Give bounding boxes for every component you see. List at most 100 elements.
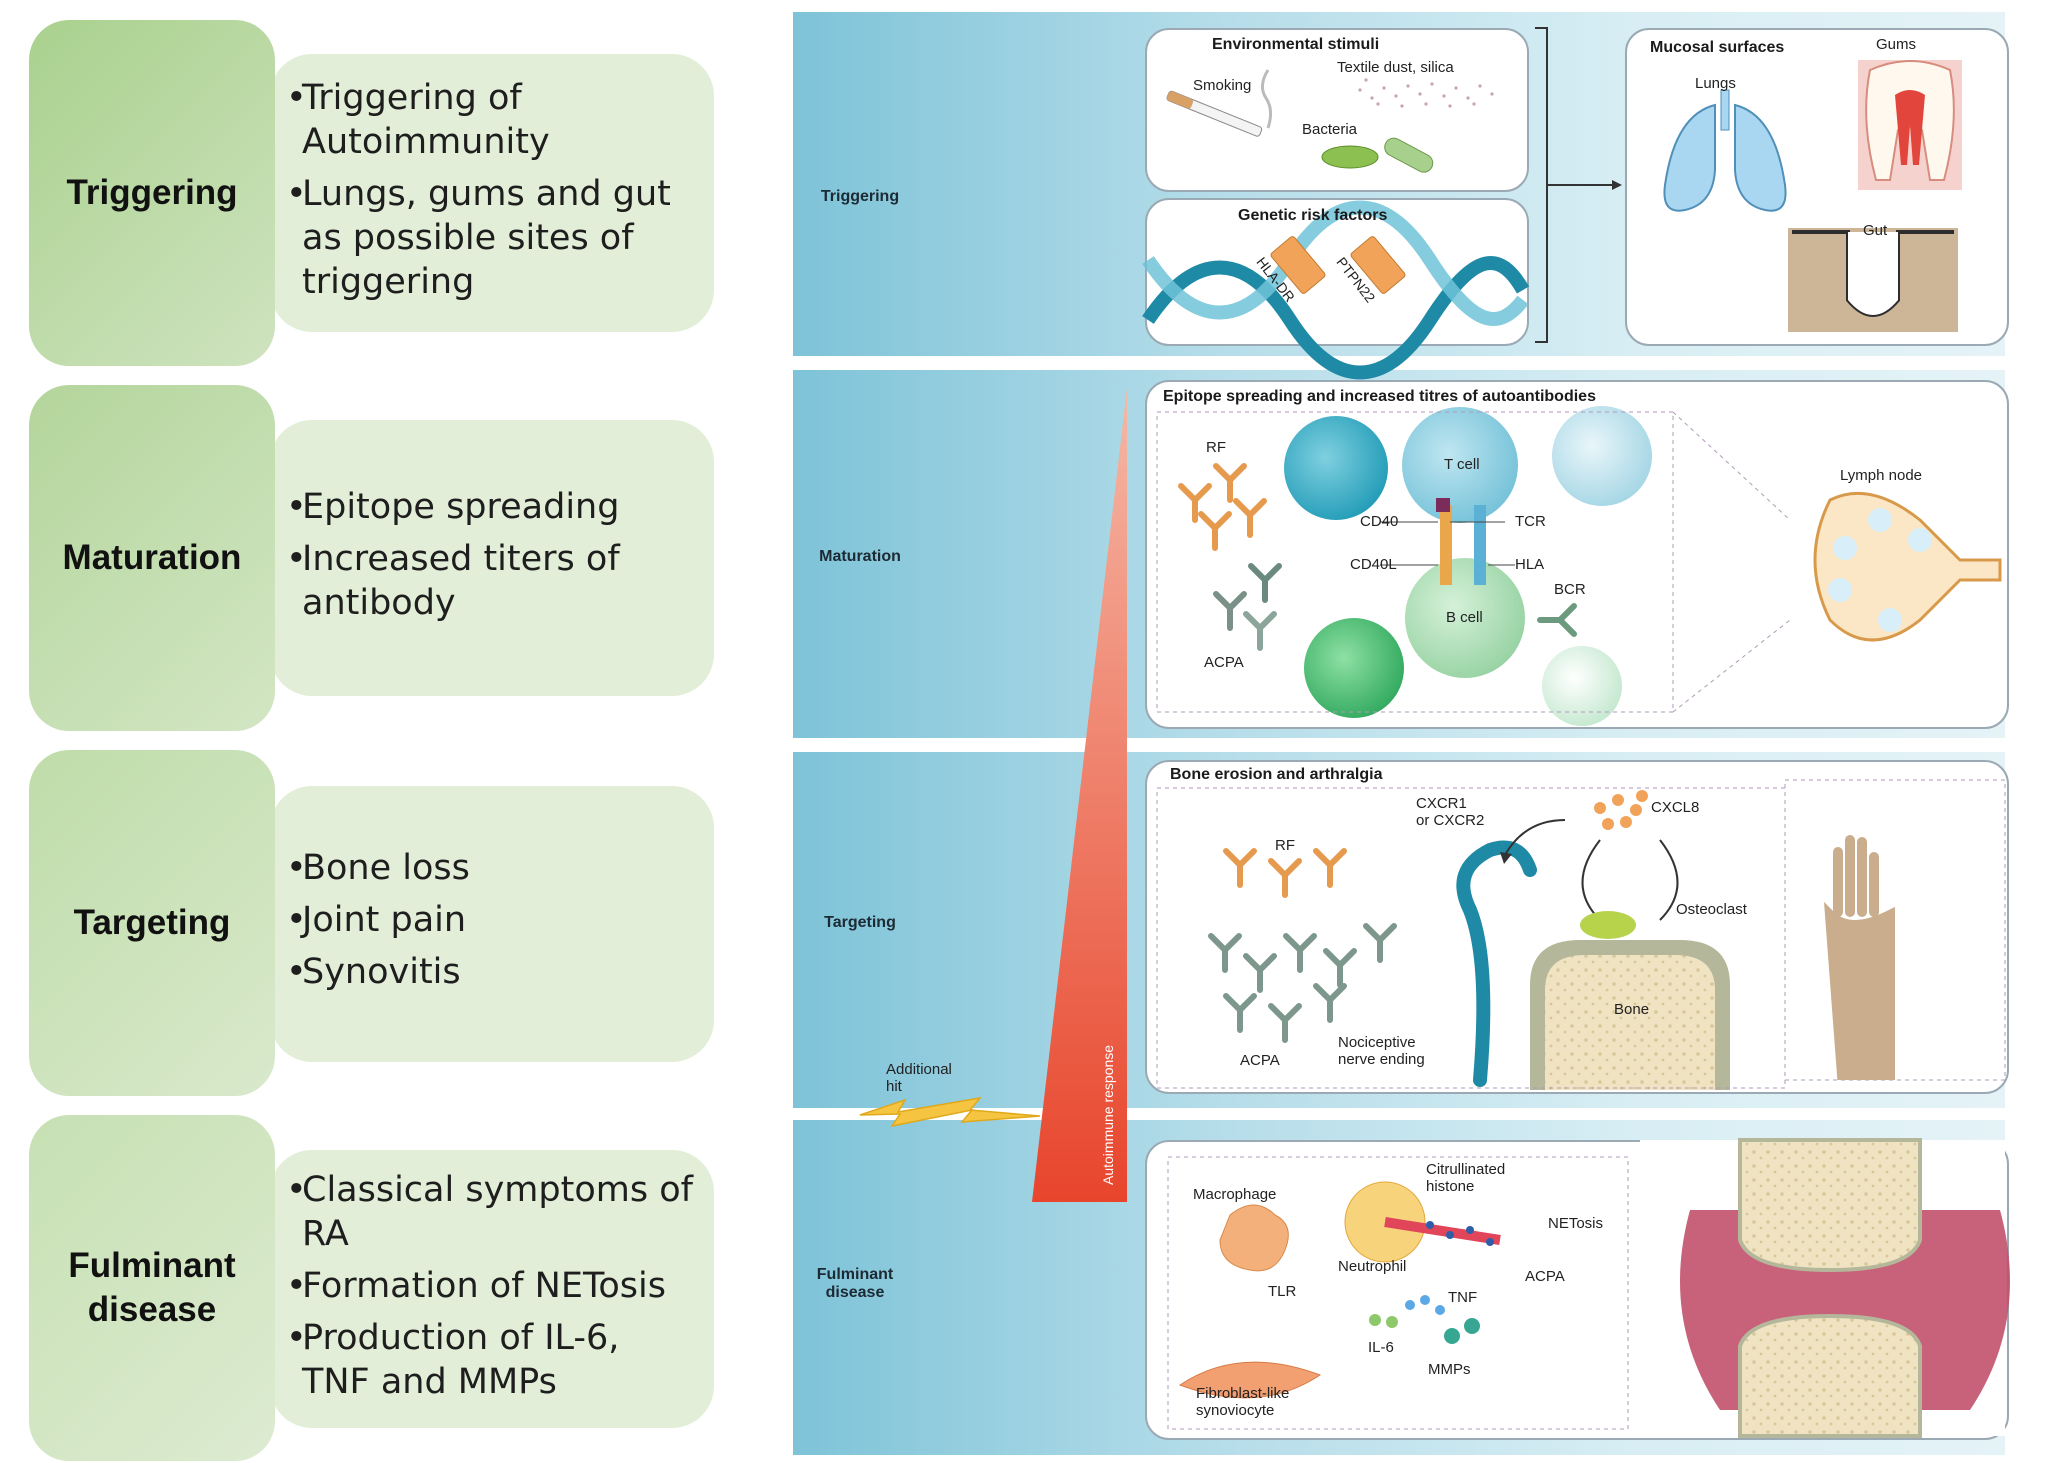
wedge-label: Autoimmune response bbox=[1100, 1044, 1116, 1185]
lungs-icon bbox=[1663, 89, 1787, 212]
cell bbox=[1552, 406, 1652, 506]
stage-triggering: Triggering bbox=[29, 20, 275, 366]
stage-fulminant: Fulminant disease bbox=[29, 1115, 275, 1461]
macrophage bbox=[1219, 1204, 1289, 1272]
label: Nociceptive bbox=[1338, 1034, 1416, 1051]
stage-title: Fulminant disease bbox=[68, 1246, 236, 1329]
card-title: Mucosal surfaces bbox=[1650, 39, 1785, 56]
bracket bbox=[1535, 27, 1548, 343]
label: TLR bbox=[1268, 1283, 1297, 1300]
histone-dots bbox=[1426, 1221, 1494, 1246]
dust-icon bbox=[1358, 78, 1494, 108]
label: or CXCR2 bbox=[1416, 812, 1485, 829]
label: CXCR1 bbox=[1416, 795, 1467, 812]
bullet: Synovitis bbox=[286, 950, 694, 994]
cell bbox=[1304, 618, 1404, 718]
targeting-details: Bone loss Joint pain Synovitis bbox=[270, 786, 714, 1062]
label: MMPs bbox=[1428, 1361, 1471, 1378]
label: Gums bbox=[1876, 36, 1917, 53]
label: TNF bbox=[1448, 1289, 1478, 1306]
gut-icon bbox=[1788, 228, 1958, 332]
bullet: Bone loss bbox=[286, 846, 694, 890]
label: nerve ending bbox=[1338, 1051, 1425, 1068]
lightning-icon bbox=[859, 1096, 1041, 1128]
rf-antibodies bbox=[1178, 463, 1267, 551]
card-title: Bone erosion and arthralgia bbox=[1170, 766, 1383, 783]
label: Macrophage bbox=[1193, 1186, 1277, 1203]
gene-marker bbox=[1350, 236, 1406, 294]
label: ACPA bbox=[1525, 1268, 1565, 1285]
label: Neutrophil bbox=[1338, 1258, 1407, 1275]
label: NETosis bbox=[1548, 1215, 1604, 1232]
label: synoviocyte bbox=[1196, 1402, 1275, 1419]
synoviocyte bbox=[1178, 1361, 1322, 1399]
bullet: Classical symptoms of RA bbox=[286, 1168, 694, 1256]
label: hit bbox=[886, 1078, 902, 1095]
tooth-icon bbox=[1858, 60, 1962, 190]
label: BCR bbox=[1554, 581, 1586, 598]
cd40-receptor bbox=[1436, 498, 1450, 512]
stage-maturation: Maturation bbox=[29, 385, 275, 731]
rf-antibodies-targeting bbox=[1223, 848, 1347, 898]
card-title: Genetic risk factors bbox=[1238, 207, 1388, 224]
bullet: Formation of NETosis bbox=[286, 1264, 694, 1308]
nerve-ending bbox=[1456, 840, 1537, 1087]
bullet: Triggering of Autoimmunity bbox=[286, 76, 694, 164]
label: RF bbox=[1206, 439, 1226, 456]
card-title: Environmental stimuli bbox=[1212, 36, 1380, 53]
hand-icon bbox=[1824, 835, 1895, 1080]
stage-title: Triggering bbox=[66, 173, 238, 212]
maturation-details: Epitope spreading Increased titers of an… bbox=[270, 420, 714, 696]
hla-receptor bbox=[1474, 505, 1486, 585]
fulminant-details: Classical symptoms of RA Formation of NE… bbox=[270, 1150, 714, 1428]
band-label: Fulminant disease bbox=[816, 1266, 894, 1301]
label: Textile dust, silica bbox=[1337, 59, 1454, 76]
gene-marker bbox=[1270, 236, 1326, 294]
triggering-details: Triggering of Autoimmunity Lungs, gums a… bbox=[270, 54, 714, 332]
label: Fibroblast-like bbox=[1196, 1385, 1290, 1402]
label: Smoking bbox=[1193, 77, 1252, 94]
label: Bone bbox=[1614, 1001, 1650, 1018]
acpa-antibodies-targeting bbox=[1208, 923, 1397, 1043]
cytokines bbox=[1369, 1295, 1480, 1344]
label: Citrullinated bbox=[1426, 1161, 1506, 1178]
stage-title: Maturation bbox=[62, 538, 242, 577]
bullet: Joint pain bbox=[286, 898, 694, 942]
band-label: Maturation bbox=[819, 548, 901, 565]
label: Lymph node bbox=[1840, 467, 1923, 484]
bone-icon bbox=[1530, 940, 1730, 1090]
dna-helix-icon bbox=[1142, 200, 1530, 380]
label: IL-6 bbox=[1368, 1339, 1394, 1356]
stage-title: Targeting bbox=[73, 903, 231, 942]
lymph-node-icon bbox=[1813, 491, 2002, 642]
label: histone bbox=[1426, 1178, 1475, 1195]
net-strands bbox=[1384, 1217, 1501, 1245]
t-cell bbox=[1402, 407, 1518, 523]
autoimmune-wedge bbox=[1032, 388, 1127, 1202]
label: B cell bbox=[1446, 609, 1483, 626]
tcr-receptor bbox=[1440, 505, 1452, 585]
acpa-antibodies bbox=[1213, 563, 1577, 651]
label: Lungs bbox=[1695, 75, 1736, 92]
label: CD40 bbox=[1360, 513, 1399, 530]
arrow-head bbox=[1612, 180, 1622, 190]
cell bbox=[1284, 416, 1388, 520]
osteoclast bbox=[1580, 911, 1636, 939]
bullet: Epitope spreading bbox=[286, 485, 694, 529]
label: T cell bbox=[1444, 456, 1480, 473]
bacteria-icon bbox=[1321, 137, 1434, 173]
label: Osteoclast bbox=[1676, 901, 1747, 918]
label: CD40L bbox=[1350, 556, 1397, 573]
bullet: Production of IL-6, TNF and MMPs bbox=[286, 1316, 694, 1404]
bullet: Increased titers of antibody bbox=[286, 537, 694, 625]
cxcl8-dots bbox=[1594, 790, 1648, 830]
label: ACPA bbox=[1240, 1052, 1280, 1069]
bullet: Lungs, gums and gut as possible sites of… bbox=[286, 172, 694, 304]
dashed-inset bbox=[1156, 411, 1674, 713]
label: Bacteria bbox=[1302, 121, 1358, 138]
label: CXCL8 bbox=[1651, 799, 1700, 816]
label: Additional bbox=[886, 1061, 952, 1078]
cell bbox=[1542, 646, 1622, 726]
label: ACPA bbox=[1204, 654, 1244, 671]
